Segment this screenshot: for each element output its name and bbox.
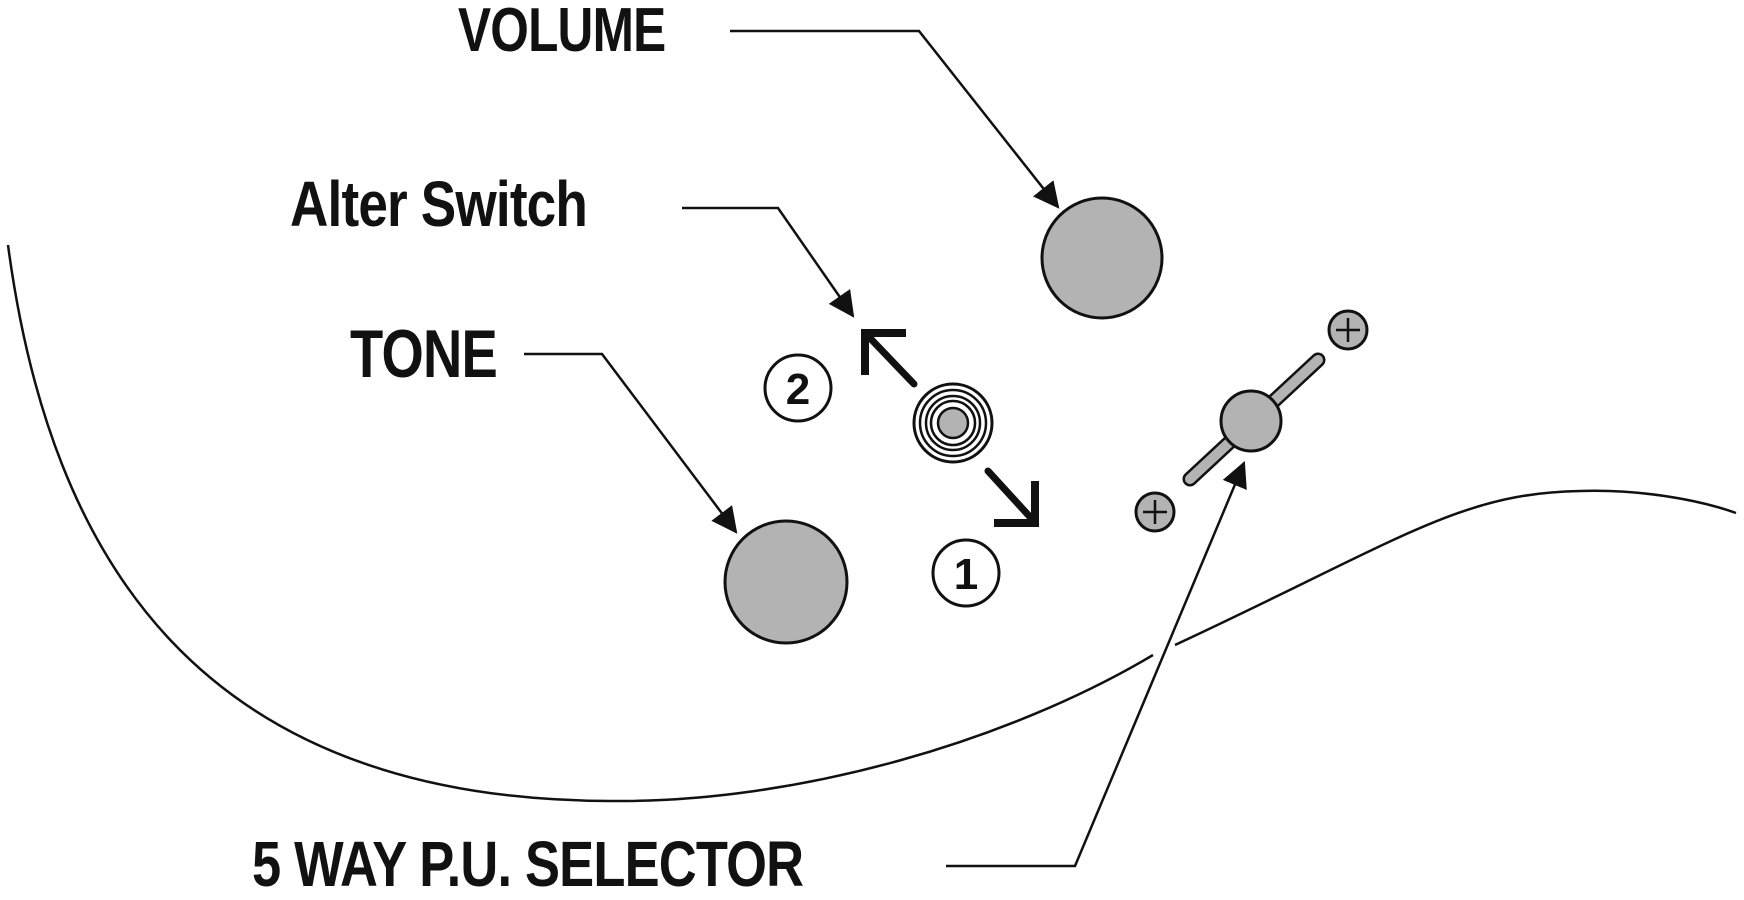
alter-switch[interactable]: [912, 382, 994, 464]
volume-knob[interactable]: [1040, 196, 1164, 320]
tone-label: TONE: [350, 316, 498, 392]
switch-position-2-label: 2: [786, 365, 810, 414]
alter-switch-leader-line: [682, 206, 855, 318]
volume-leader-line: [730, 29, 1060, 209]
five-way-selector-tip[interactable]: [1219, 389, 1283, 453]
guitar-body-outline-upper: [1174, 489, 1737, 647]
switch-position-1-label: 1: [954, 550, 978, 599]
switch-position-2-badge: 2: [763, 353, 833, 423]
mounting-screw-icon: [1134, 491, 1176, 533]
switch-position-1-badge: 1: [931, 538, 1001, 608]
selector-leader-line: [946, 461, 1247, 868]
alter-switch-label: Alter Switch: [290, 168, 588, 240]
volume-label: VOLUME: [458, 0, 666, 65]
five-way-selector-label: 5 WAY P.U. SELECTOR: [252, 828, 804, 900]
tone-knob[interactable]: [723, 519, 849, 645]
alter-switch-direction-arrow-2: [861, 329, 918, 388]
guitar-body-outline: [6, 244, 1154, 803]
alter-switch-direction-arrow-1: [984, 467, 1039, 527]
tone-leader-line: [524, 352, 738, 534]
mounting-screw-icon: [1327, 309, 1369, 351]
